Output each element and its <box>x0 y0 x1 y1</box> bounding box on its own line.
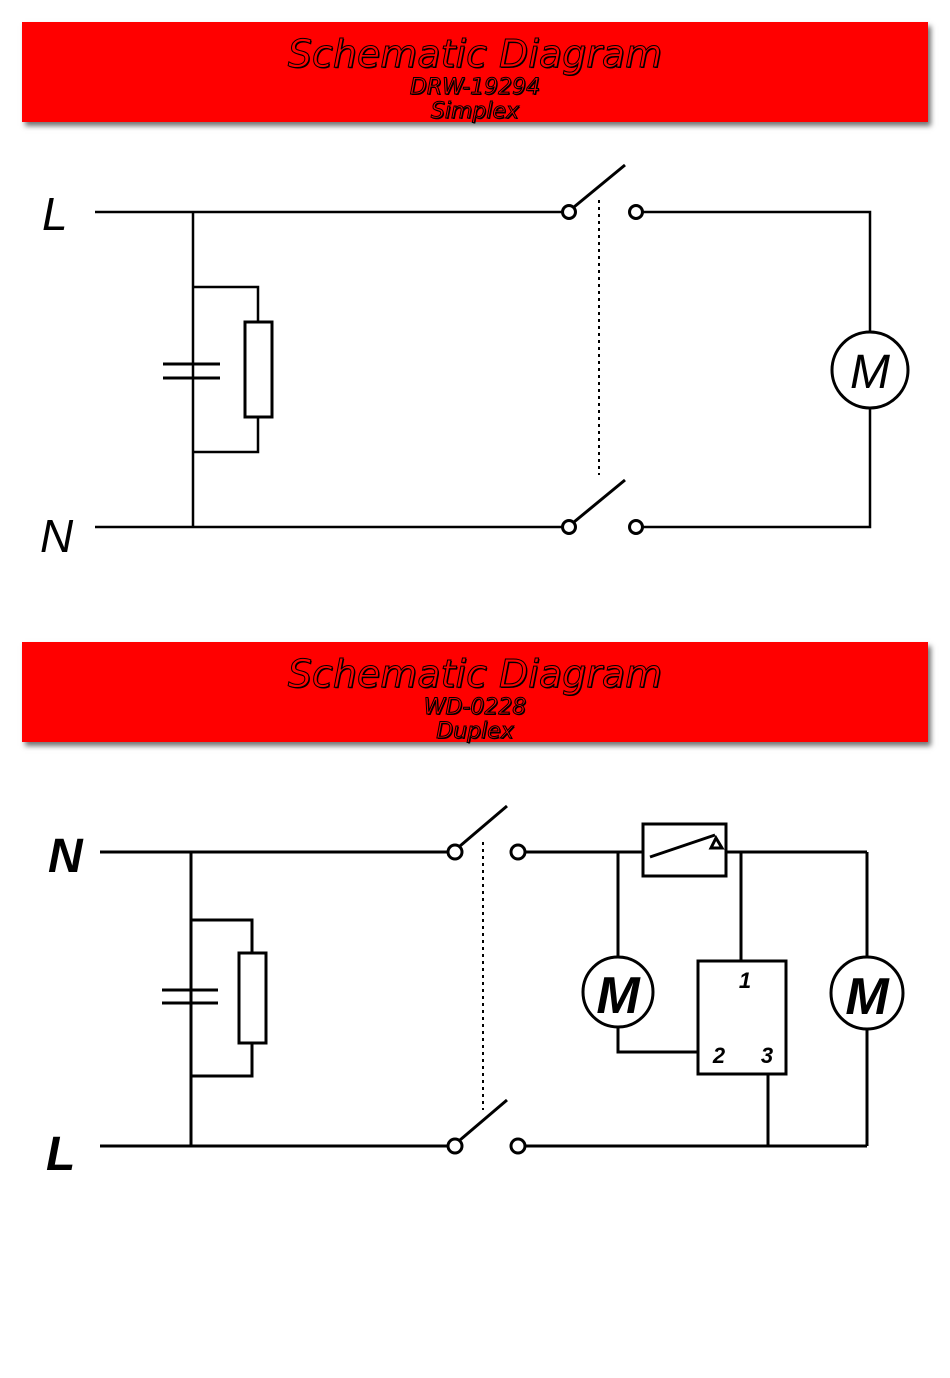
diagram2-resistor <box>239 953 266 1043</box>
diagram1-label-top: L <box>42 188 68 240</box>
diagram2-relay-pin-1: 1 <box>739 968 751 993</box>
diagram1-switch-bottom-contact-b <box>630 521 643 534</box>
diagram2-switch-bottom-contact-a <box>448 1139 462 1153</box>
diagram1-switch-top-contact-b <box>630 206 643 219</box>
diagram2-label-top: N <box>48 830 84 883</box>
diagram1-model: DRW-19294 <box>22 76 928 100</box>
diagram2-switch-bottom-contact-b <box>511 1139 525 1153</box>
diagram2-model: WD-0228 <box>22 696 928 720</box>
diagram1-motor-wire-bottom <box>643 408 870 527</box>
diagram1-schematic: L N M <box>0 150 950 570</box>
diagram2-switch-top-contact-b <box>511 845 525 859</box>
diagram2-switch-top-blade <box>460 806 507 846</box>
diagram2-switch-bottom-blade <box>460 1100 507 1140</box>
diagram2-switch-top-contact-a <box>448 845 462 859</box>
diagram2-motor-left-label: M <box>596 967 641 1025</box>
diagram1-rc-branch <box>193 287 258 322</box>
diagram1-switch-top-contact-a <box>563 206 576 219</box>
diagram1-resistor <box>245 322 272 417</box>
diagram1-motor-wire-top <box>643 212 870 332</box>
diagram1-switch-bottom-contact-a <box>563 521 576 534</box>
diagram2-rc-branch <box>191 920 252 953</box>
diagram2-relay-pin-3: 3 <box>761 1043 773 1068</box>
diagram2-type: Duplex <box>22 720 928 744</box>
diagram1-title: Schematic Diagram <box>22 32 928 76</box>
diagram1-type: Simplex <box>22 100 928 124</box>
diagram1-header-banner: Schematic Diagram DRW-19294 Simplex <box>22 22 928 122</box>
diagram2-schematic: N L M M 1 2 3 <box>0 790 950 1210</box>
diagram2-motor-right-label: M <box>845 968 890 1026</box>
diagram2-title: Schematic Diagram <box>22 652 928 696</box>
diagram2-thermostat-switch <box>643 824 726 876</box>
diagram2-relay-pin-2: 2 <box>712 1043 726 1068</box>
diagram1-switch-bottom-blade <box>574 480 625 522</box>
diagram1-label-bottom: N <box>40 510 74 562</box>
diagram2-header-banner: Schematic Diagram WD-0228 Duplex <box>22 642 928 742</box>
diagram2-label-bottom: L <box>46 1128 75 1181</box>
diagram1-motor-label: M <box>850 346 890 399</box>
